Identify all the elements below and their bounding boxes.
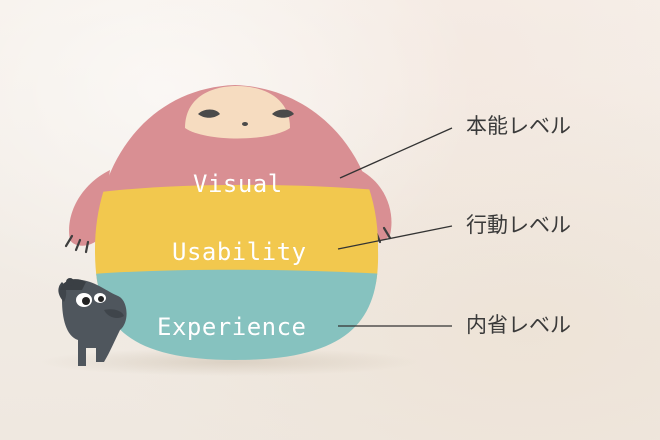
body	[95, 85, 379, 360]
layer-label-experience: Experience	[157, 313, 307, 341]
face	[185, 86, 290, 139]
layer-label-usability: Usability	[172, 238, 307, 266]
left-claws-icon	[64, 234, 90, 254]
band-experience	[95, 269, 379, 360]
layer-label-visual: Visual	[193, 170, 283, 198]
level-label-reflective: 内省レベル	[466, 313, 571, 337]
ground-shadow	[40, 348, 420, 376]
connector-line-behavior	[337, 225, 453, 250]
left-eye-icon	[198, 109, 220, 118]
nose-icon	[242, 122, 248, 126]
right-eye-icon	[272, 109, 294, 118]
level-label-instinct: 本能レベル	[466, 114, 571, 138]
dog-icon	[58, 278, 127, 366]
connector-line-instinct	[339, 127, 453, 179]
level-label-behavior: 行動レベル	[466, 213, 571, 237]
band-usability	[95, 184, 379, 285]
